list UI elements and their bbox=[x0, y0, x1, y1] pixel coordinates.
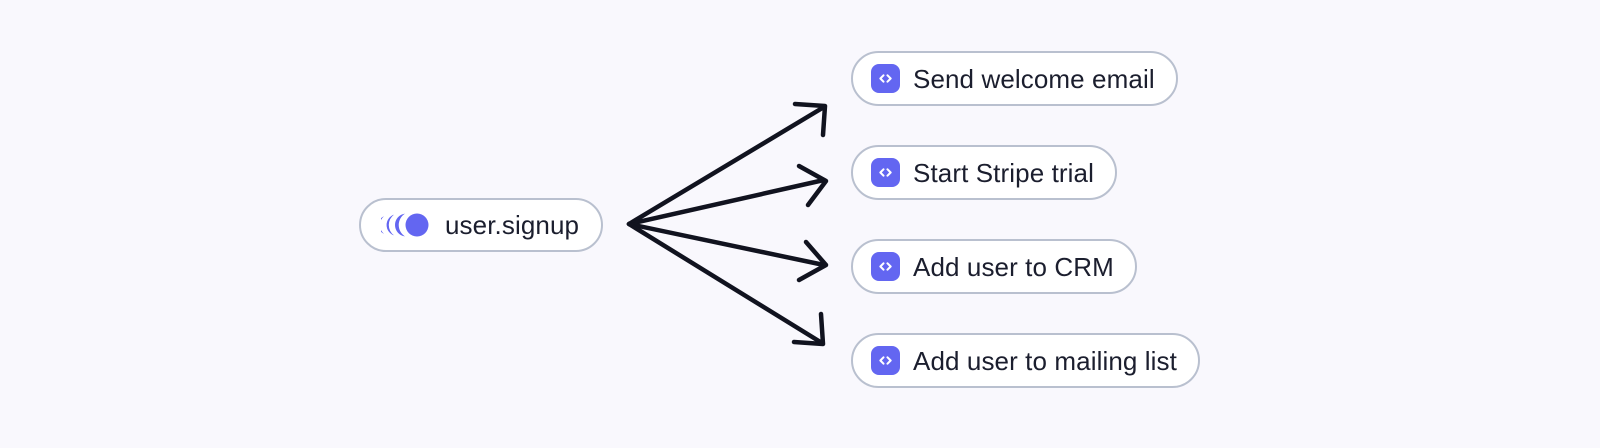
edge-to-add-user-to-mailing-list bbox=[626, 221, 826, 347]
action-node-label: Start Stripe trial bbox=[913, 157, 1094, 188]
action-node-label: Add user to CRM bbox=[913, 251, 1114, 282]
action-node-add-user-to-mailing-list[interactable]: Add user to mailing list bbox=[851, 333, 1200, 388]
code-brackets-icon bbox=[871, 64, 900, 93]
code-brackets-icon bbox=[871, 158, 900, 187]
edge-to-add-user-to-crm bbox=[626, 221, 829, 283]
action-node-send-welcome-email[interactable]: Send welcome email bbox=[851, 51, 1178, 106]
action-node-add-user-to-crm[interactable]: Add user to CRM bbox=[851, 239, 1137, 294]
source-node-label: user.signup bbox=[445, 210, 580, 240]
broadcast-pulse-icon bbox=[378, 213, 433, 237]
edge-to-start-stripe-trial bbox=[626, 163, 829, 227]
action-node-label: Add user to mailing list bbox=[913, 345, 1177, 376]
action-node-label: Send welcome email bbox=[913, 63, 1155, 94]
code-brackets-icon bbox=[871, 252, 900, 281]
edge-to-send-welcome-email bbox=[626, 101, 828, 227]
source-node-user-signup[interactable]: user.signup bbox=[359, 198, 604, 252]
action-node-start-stripe-trial[interactable]: Start Stripe trial bbox=[851, 145, 1117, 200]
code-brackets-icon bbox=[871, 346, 900, 375]
